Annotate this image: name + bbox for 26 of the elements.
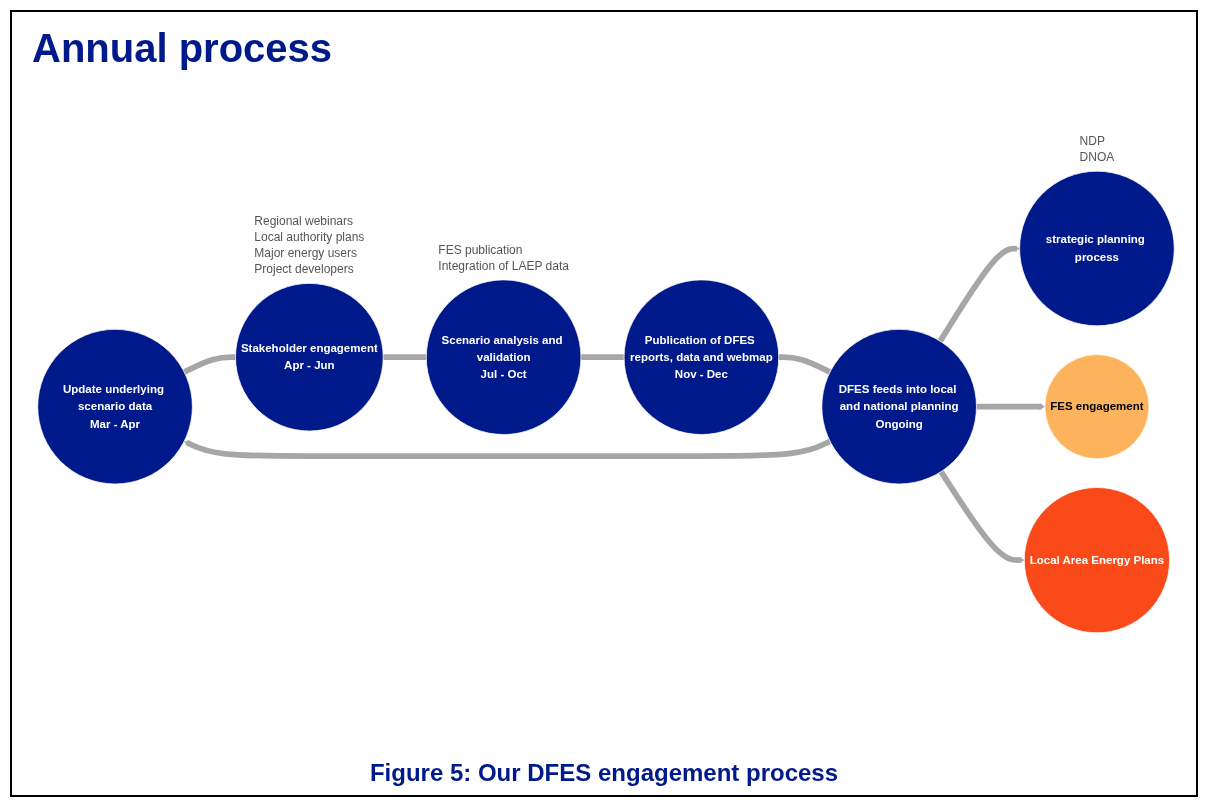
node-circle: Local Area Energy Plans xyxy=(1023,487,1170,634)
arrow xyxy=(183,438,832,459)
bullet-note: Project developers xyxy=(254,261,354,278)
bullet-note: NDP xyxy=(1079,133,1105,150)
arrow xyxy=(938,470,1025,564)
connector xyxy=(182,354,236,375)
bullet-note: Regional webinars xyxy=(254,213,354,230)
figure-caption: Figure 5: Our DFES engagement process xyxy=(368,759,840,787)
bullet-note: Local authority plans xyxy=(254,229,365,246)
bullet-note: Integration of LAEP data xyxy=(438,257,569,274)
arrow xyxy=(976,403,1046,410)
bullet-note: FES publication xyxy=(438,241,523,258)
connector xyxy=(778,354,832,375)
node-circle: Publication of DFES reports, data and webmap Nov - Dec xyxy=(623,279,780,435)
node-circle: FES engagement xyxy=(1044,354,1150,460)
node-circle: Stakeholder engagement Apr - Jun xyxy=(235,283,384,432)
bullet-note: Major energy users xyxy=(254,245,357,262)
node-circle: DFES feeds into local and national planning Ongoing xyxy=(821,329,977,485)
connector xyxy=(580,354,625,361)
center-heading: Annual process xyxy=(32,26,333,71)
node-circle: Update underlying scenario data Mar - Apr xyxy=(37,329,193,485)
node-circle: Scenario analysis and validation Jul - Oct xyxy=(425,279,582,435)
arrow xyxy=(937,245,1020,343)
connector xyxy=(383,354,427,361)
node-circle: strategic planning process xyxy=(1019,170,1175,327)
bullet-note: DNOA xyxy=(1079,149,1115,166)
